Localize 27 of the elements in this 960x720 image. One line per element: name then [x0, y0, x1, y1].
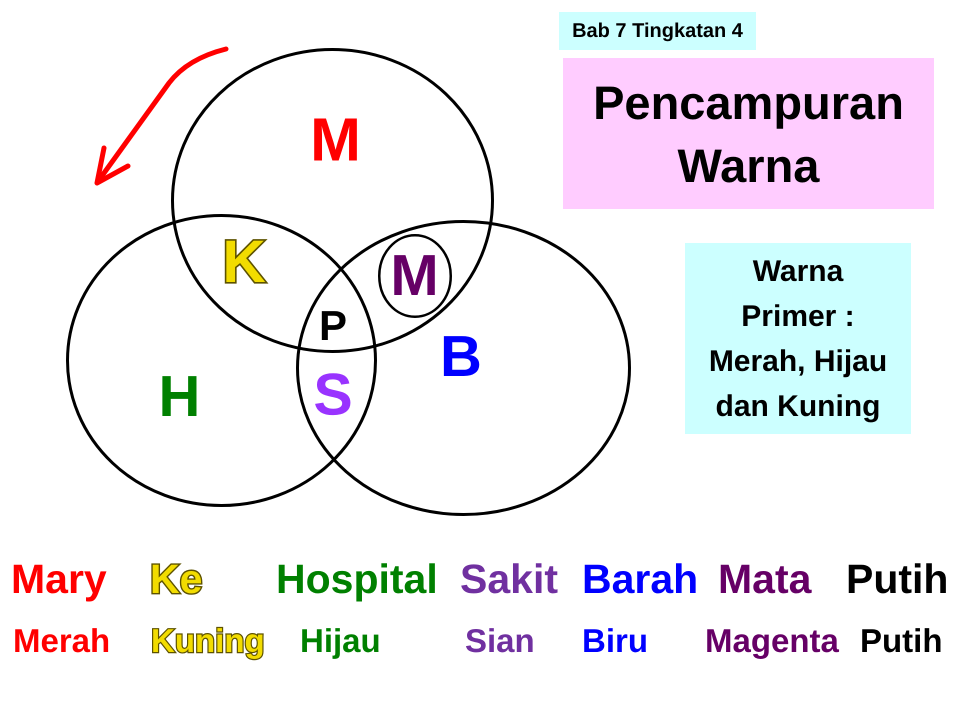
color-name: Sian	[465, 624, 535, 656]
mnemonic-word: Mata	[718, 559, 812, 600]
circle-letter: M	[390, 247, 439, 305]
region-letter: P	[319, 305, 347, 347]
color-name: Magenta	[705, 624, 839, 656]
region-letter: K	[222, 232, 266, 292]
title-banner: Pencampuran Warna	[563, 58, 934, 209]
region-letter: S	[313, 365, 353, 424]
venn-circle	[378, 234, 452, 318]
venn-circle	[66, 214, 377, 507]
mnemonic-word: Ke	[150, 559, 202, 600]
mnemonic-word: Mary	[11, 559, 107, 600]
color-name: Hijau	[300, 624, 381, 656]
color-name: Kuning	[151, 624, 265, 656]
circle-letter: H	[158, 368, 200, 426]
mnemonic-word: Putih	[846, 559, 948, 600]
mnemonic-word: Barah	[582, 559, 698, 600]
circle-letter: B	[440, 328, 482, 386]
chapter-tag: Bab 7 Tingkatan 4	[559, 12, 756, 50]
color-name: Biru	[582, 624, 648, 656]
color-name: Putih	[860, 624, 942, 656]
mnemonic-word: Hospital	[276, 559, 438, 600]
mnemonic-word: Sakit	[460, 559, 558, 600]
color-name: Merah	[13, 624, 110, 656]
venn-circle	[296, 220, 631, 516]
circle-letter: M	[310, 110, 361, 170]
note-panel: Warna Primer : Merah, Hijau dan Kuning	[685, 243, 911, 434]
